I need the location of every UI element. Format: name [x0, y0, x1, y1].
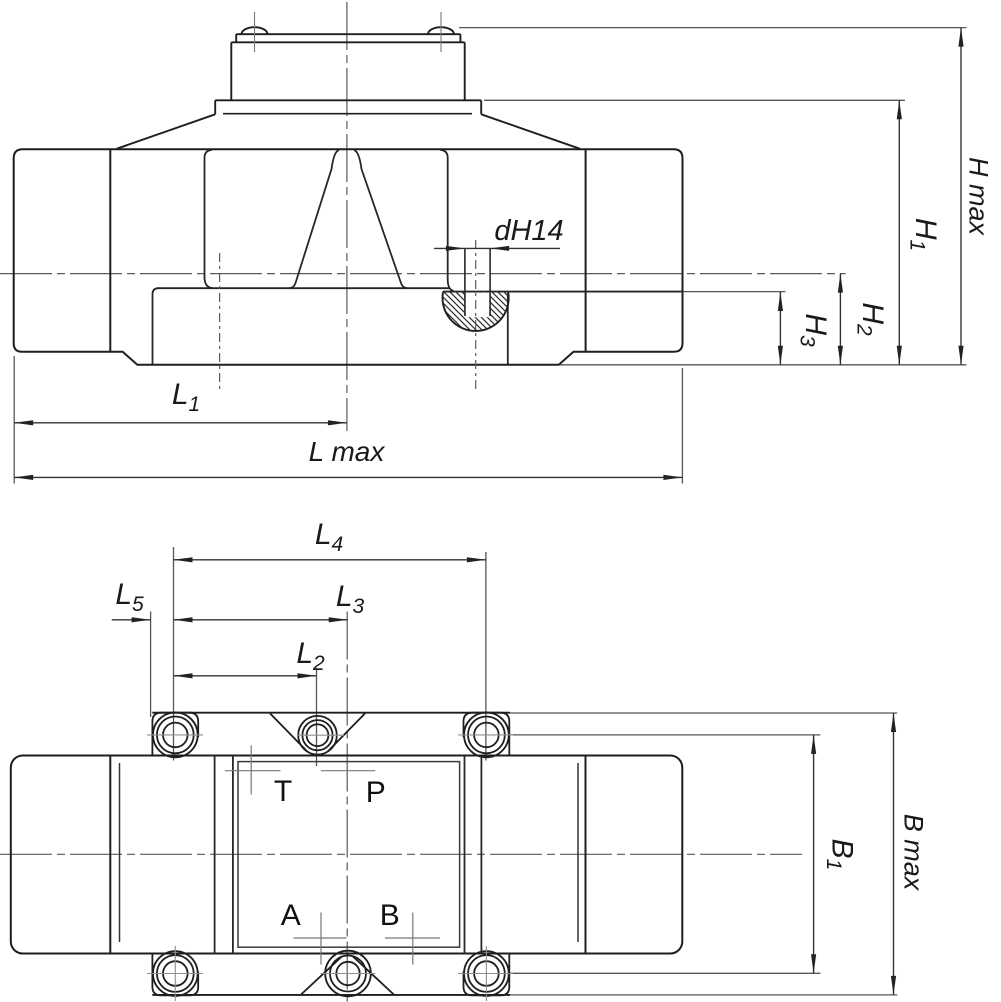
svg-text:B max: B max	[899, 814, 929, 892]
svg-text:T: T	[274, 775, 292, 808]
svg-text:B: B	[380, 899, 400, 932]
svg-text:H3: H3	[796, 313, 832, 347]
svg-text:B1: B1	[823, 839, 859, 871]
svg-text:P: P	[366, 776, 386, 809]
svg-text:A: A	[281, 899, 301, 932]
svg-text:H max: H max	[964, 157, 994, 237]
svg-text:L max: L max	[309, 436, 386, 467]
svg-text:dH14: dH14	[494, 215, 563, 247]
